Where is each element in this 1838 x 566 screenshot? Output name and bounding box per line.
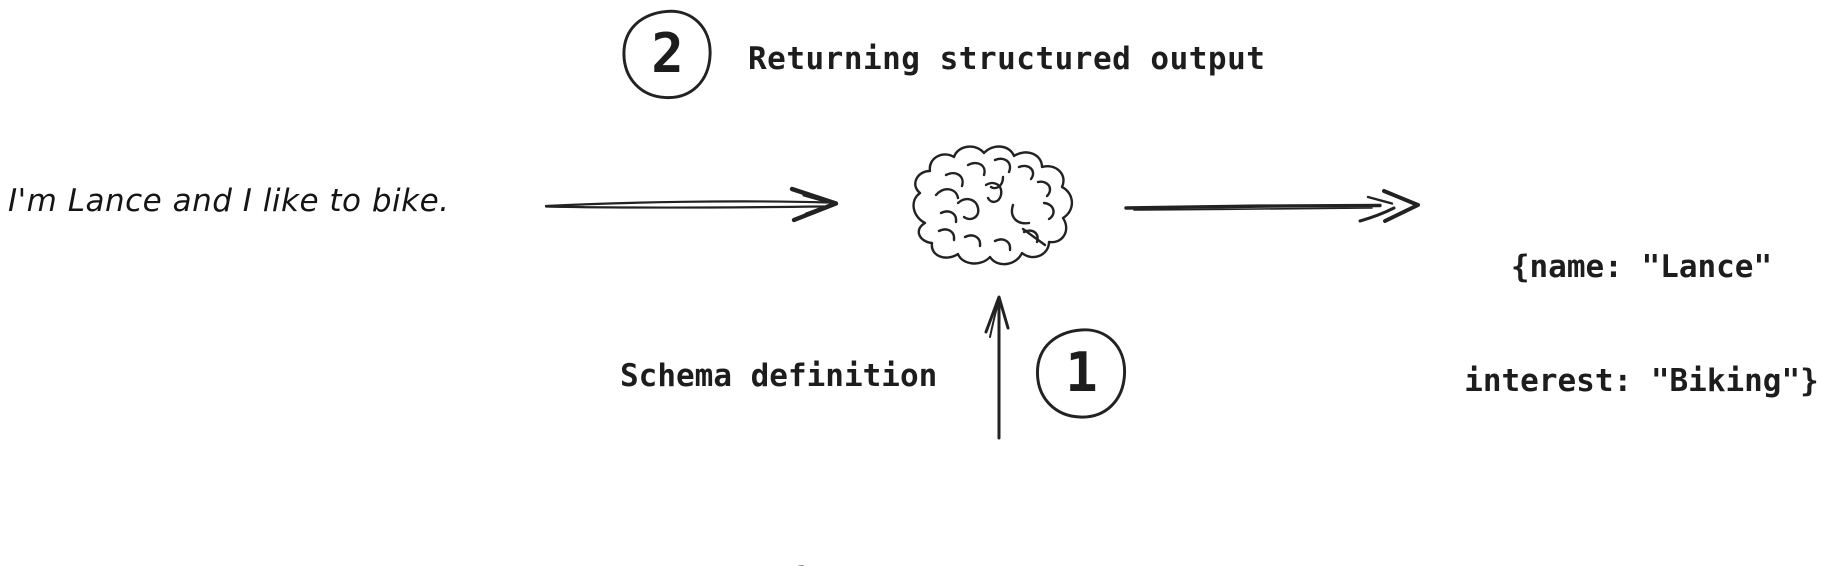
step-2-badge: 2 [620, 7, 714, 102]
step-2-number: 2 [651, 22, 684, 85]
schema-json-line1: {name: "Person's name" [693, 560, 1293, 566]
arrow-right-icon [1124, 189, 1420, 223]
arrow-up-icon [984, 295, 1010, 440]
circle-outline-icon [622, 9, 712, 100]
schema-arrow [976, 290, 1022, 442]
arrow-right-icon [544, 186, 839, 223]
schema-json: {name: "Person's name" interest: "Person… [693, 484, 1293, 566]
step-1-number: 1 [1065, 341, 1098, 404]
llm-brain [903, 143, 1081, 275]
step-1-badge: 1 [1032, 326, 1130, 421]
brain-icon [912, 145, 1074, 266]
output-arrow [1122, 184, 1422, 230]
input-arrow [540, 183, 850, 227]
input-text: I'm Lance and I like to bike. [8, 183, 450, 219]
schema-label: Schema definition [620, 358, 938, 394]
diagram-title: Returning structured output [748, 41, 1266, 77]
output-json: {name: "Lance" interest: "Biking"} [1445, 172, 1838, 476]
output-json-line2: interest: "Biking"} [1464, 363, 1819, 399]
output-json-line1: {name: "Lance" [1510, 249, 1773, 285]
circle-outline-icon [1035, 328, 1127, 419]
